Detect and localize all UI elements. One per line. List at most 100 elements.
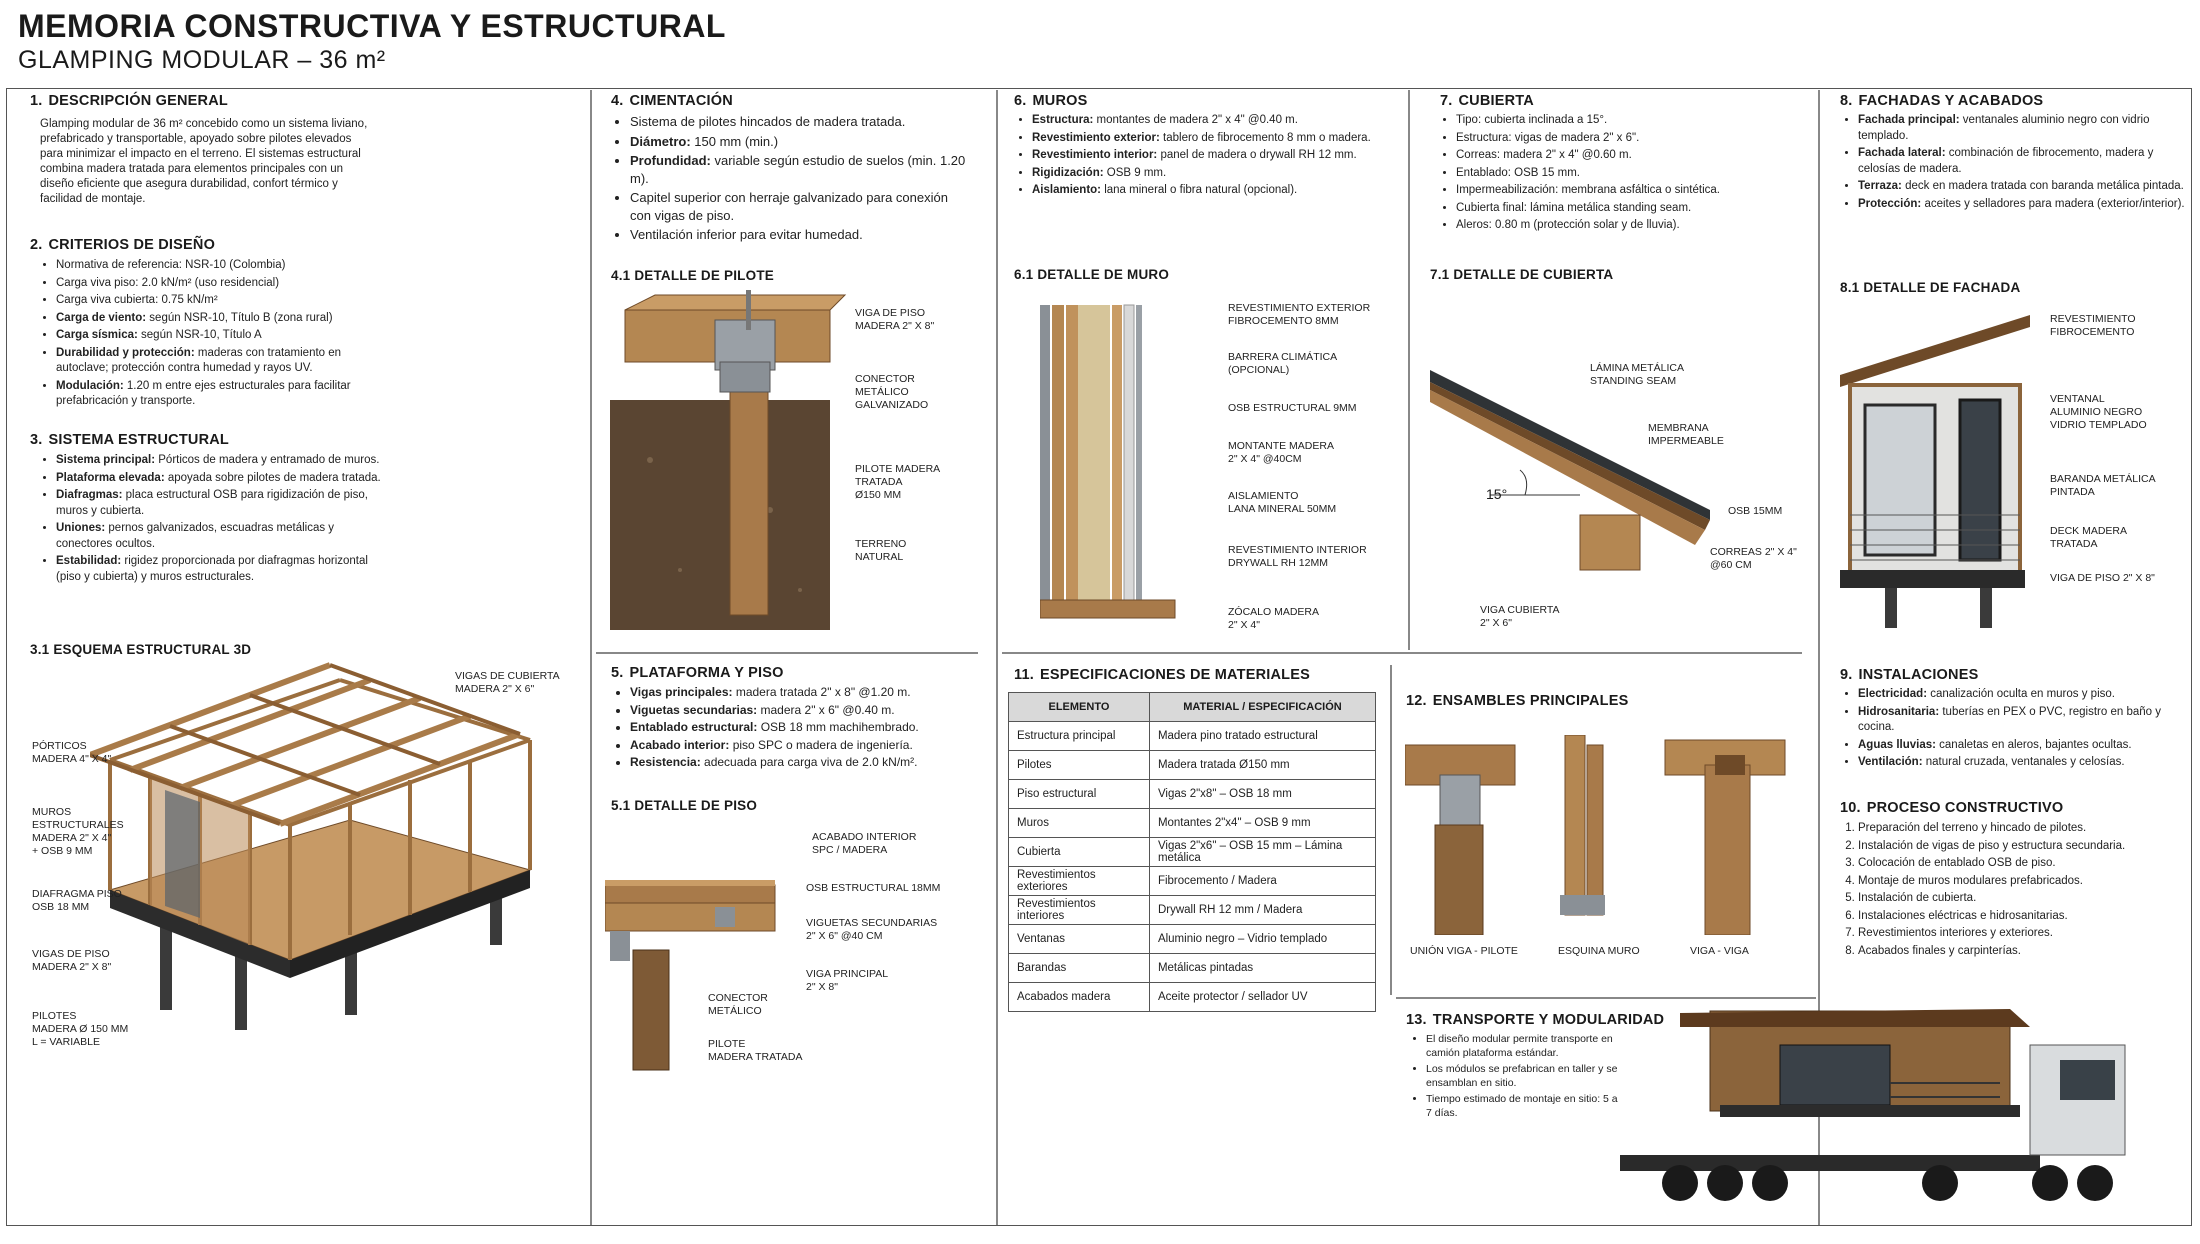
label-viga-fachada: VIGA DE PISO 2" x 8" [2050,572,2155,584]
section-2-heading: 2.CRITERIOS DE DISEÑO [30,237,216,253]
label-montante: MONTANTE MADERA 2" x 4" @40cm [1228,440,1334,465]
list-item-text: Impermeabilización: membrana asfáltica o… [1456,184,1720,196]
list-item: Tipo: cubierta inclinada a 15°. [1456,113,1796,129]
list-item: Durabilidad y protección: maderas con tr… [56,346,386,377]
label-muros: MUROS ESTRUCTURALES MADERA 2" x 4" + OSB… [32,806,124,857]
table-cell: Estructura principal [1008,721,1150,751]
divider [1396,997,1816,999]
list-item-text: 1.20 m entre ejes estructurales para fac… [56,379,351,408]
list-item: Correas: madera 2" x 4" @0.60 m. [1456,148,1796,164]
process-step: Instalaciones eléctricas e hidrosanitari… [1858,908,2198,926]
label-pilote-piso: PILOTE MADERA TRATADA [708,1038,803,1063]
section-11-heading: 11.ESPECIFICACIONES DE MATERIALES [1014,667,1310,683]
section-5-heading: 5.PLATAFORMA Y PISO [611,665,784,681]
label-viga-piso: VIGA DE PISO MADERA 2" x 8" [855,307,935,332]
label-viga-cubierta: VIGA CUBIERTA 2" x 6" [1480,604,1560,629]
list-item-term: Diafragmas: [56,489,123,501]
list-item-term: Uniones: [56,522,106,534]
label-barrera: BARRERA CLIMÁTICA (OPCIONAL) [1228,351,1338,376]
table-cell: Revestimientos interiores [1008,895,1150,925]
list-item: Protección: aceites y selladores para ma… [1858,197,2198,213]
list-item: Carga viva cubierta: 0.75 kN/m² [56,293,386,309]
list-item-term: Revestimiento exterior: [1032,131,1160,144]
list-item-text: tablero de fibrocemento 8 mm o madera. [1159,131,1371,144]
divider [1002,652,1802,654]
section-9-heading: 9.INSTALACIONES [1840,667,1979,683]
list-item-text: maderas con tratamiento en autoclave; pr… [56,346,342,375]
section-4-heading: 4.CIMENTACIÓN [611,93,733,109]
list-item: Aleros: 0.80 m (protección solar y de ll… [1456,218,1796,234]
section-6-heading: 6.MUROS [1014,93,1088,109]
facade-detail-illustration [1840,315,2030,628]
list-item-term: Revestimiento interior: [1032,149,1158,161]
caption-viga-viga: VIGA - VIGA [1690,945,1749,957]
assemblies-illustration [1405,735,1786,935]
list-item-term: Protección: [1858,197,1922,210]
list-item-term: Fachada lateral: [1858,147,1946,159]
list-item-text: Aleros: 0.80 m (protección solar y de ll… [1456,219,1680,231]
section-7-list: Tipo: cubierta inclinada a 15°. Estructur… [1440,113,1796,236]
page-subtitle: GLAMPING MODULAR – 36 m² [18,46,386,74]
page-title: MEMORIA CONSTRUCTIVA Y ESTRUCTURAL [18,8,726,44]
list-item-term: Estructura: [1032,114,1094,126]
table-header-cell: ELEMENTO [1008,692,1150,722]
list-item: Entablado estructural: OSB 18 mm machihe… [630,720,990,736]
label-zocalo: ZÓCALO MADERA 2" x 4" [1228,606,1320,631]
list-item-text: Normativa de referencia: NSR-10 (Colombi… [56,259,286,271]
list-item-text: ventanales aluminio negro con vidrio tem… [1858,114,2150,142]
section-4-1-heading: 4.1 DETALLE DE PILOTE [611,268,774,283]
list-item: Hidrosanitaria: tuberías en PEX o PVC, r… [1858,705,2198,736]
list-item-text: Carga viva cubierta: 0.75 kN/m² [56,294,218,306]
list-item-text: OSB 9 mm. [1103,166,1167,179]
label-membrana: MEMBRANA IMPERMEABLE [1648,422,1724,447]
section-4-list: Sistema de pilotes hincados de madera tr… [614,113,970,246]
list-item: Carga sísmica: según NSR-10, Título A [56,328,386,344]
table-cell: Piso estructural [1008,779,1150,809]
table-cell: Revestimientos exteriores [1008,866,1150,896]
list-item-text: adecuada para carga viva de 2.0 kN/m². [700,755,918,769]
section-9-list: Electricidad: canalización oculta en mur… [1842,687,2198,773]
section-8-list: Fachada principal: ventanales aluminio n… [1842,113,2198,214]
list-item: Viguetas secundarias: madera 2" x 6" @0.… [630,703,990,719]
table-cell: Barandas [1008,953,1150,983]
list-item-text: panel de madera o drywall RH 12 mm. [1157,149,1357,161]
section-13-heading: 13.TRANSPORTE Y MODULARIDAD [1406,1012,1665,1028]
list-item: Estructura: vigas de madera 2" x 6". [1456,131,1796,147]
list-item-text: combinación de fibrocemento, madera y ce… [1858,147,2154,175]
list-item-term: Resistencia: [630,755,701,769]
section-1-text: Glamping modular de 36 m² concebido como… [40,118,368,205]
transport-truck-illustration [1620,1009,2126,1201]
list-item-text: apoyada sobre pilotes de madera tratada. [164,471,381,484]
list-item-text: deck en madera tratada con baranda metál… [1901,180,2184,192]
label-vigas-piso: VIGAS DE PISO MADERA 2" x 8" [32,948,112,973]
process-step: Revestimientos interiores y exteriores. [1858,925,2198,943]
list-item-term: Carga sísmica: [56,329,138,341]
label-ventanal: VENTANAL ALUMINIO NEGRO VIDRIO TEMPLADO [2050,393,2147,431]
process-step: Montaje de muros modulares prefabricados… [1858,873,2198,891]
structural-3d-illustration [90,662,532,1030]
section-6-1-heading: 6.1 DETALLE DE MURO [1014,267,1170,282]
list-item-text: canalización oculta en muros y piso. [1927,688,2115,700]
list-item: Aislamiento: lana mineral o fibra natura… [1032,183,1372,199]
label-baranda: BARANDA METÁLICA PINTADA [2050,473,2156,498]
section-8-1-heading: 8.1 DETALLE DE FACHADA [1840,280,2021,295]
list-item: Uniones: pernos galvanizados, escuadras … [56,521,386,552]
table-cell: Madera pino tratado estructural [1148,721,1377,751]
section-6-list: Estructura: montantes de madera 2" x 4" … [1016,113,1372,201]
table-cell: Vigas 2"x8" – OSB 18 mm [1148,779,1377,809]
section-1-heading: 1.DESCRIPCIÓN GENERAL [30,93,228,109]
label-diafragma: DIAFRAGMA PISO OSB 18 mm [32,888,122,913]
process-step: Preparación del terreno y hincado de pil… [1858,820,2198,838]
process-step: Acabados finales y carpinterías. [1858,943,2198,961]
list-item: Revestimiento interior: panel de madera … [1032,148,1372,164]
list-item-term: Ventilación: [1858,756,1923,768]
list-item-term: Aguas lluvias: [1858,738,1936,751]
list-item: Electricidad: canalización oculta en mur… [1858,687,2198,703]
section-2-list: Normativa de referencia: NSR-10 (Colombi… [40,258,386,412]
